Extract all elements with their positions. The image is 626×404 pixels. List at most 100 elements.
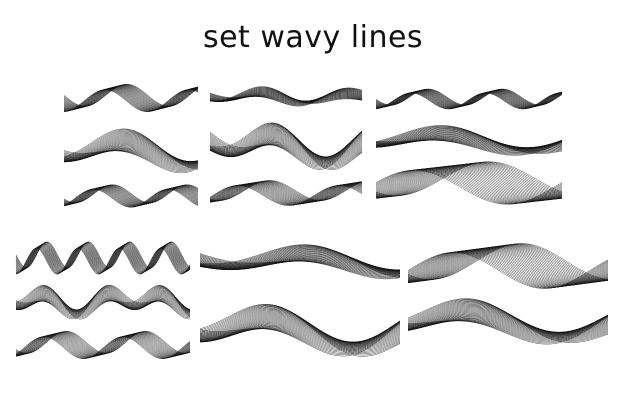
wave-line <box>63 132 199 165</box>
wave-line <box>209 90 363 102</box>
wave-line <box>15 242 191 270</box>
wave-line <box>15 292 191 311</box>
wave-line <box>375 163 563 199</box>
wave-line <box>63 187 199 207</box>
wave-line <box>199 246 401 275</box>
wave-line <box>15 285 191 319</box>
wave-line <box>375 163 563 199</box>
wave-line <box>63 89 199 112</box>
wave-line <box>407 298 609 342</box>
wave-line <box>375 169 563 204</box>
wave-line <box>63 88 199 111</box>
wave-line <box>63 131 199 167</box>
wave-line <box>209 130 363 164</box>
wave-line <box>15 248 191 275</box>
wave-line <box>209 182 363 203</box>
wave-line <box>15 293 191 311</box>
wave-line <box>375 161 563 197</box>
wave-line <box>63 86 199 110</box>
wave-line <box>63 88 199 111</box>
wave-line <box>407 310 609 333</box>
wave-line <box>15 333 191 357</box>
wave-line <box>63 89 199 112</box>
wave-line <box>375 165 563 200</box>
wave-line <box>15 336 191 359</box>
wave-line <box>209 86 363 104</box>
wave-line <box>63 188 199 207</box>
wave-line <box>407 251 609 288</box>
wave-line <box>375 131 563 148</box>
panel-6 <box>407 243 609 345</box>
wave-line <box>407 246 609 283</box>
wave-bundle <box>15 331 191 359</box>
panel-1 <box>63 84 199 208</box>
wave-line <box>199 314 401 343</box>
wave-line <box>63 130 199 168</box>
wave-line <box>209 182 363 204</box>
wave-line <box>15 292 191 311</box>
wave-line <box>199 244 401 278</box>
wave-line <box>407 250 609 288</box>
wave-line <box>375 164 563 200</box>
wave-line <box>209 181 363 202</box>
wave-line <box>375 168 563 204</box>
wave-line <box>15 333 191 357</box>
wave-line <box>199 315 401 343</box>
wave-line <box>407 251 609 289</box>
wave-line <box>63 132 199 166</box>
wave-line <box>209 133 363 158</box>
wave-line <box>209 180 363 202</box>
wave-line <box>63 87 199 110</box>
wave-line <box>407 245 609 282</box>
wave-line <box>209 90 363 102</box>
wave-line <box>63 88 199 111</box>
wave-line <box>15 242 191 269</box>
wave-line <box>407 249 609 286</box>
wave-line <box>407 250 609 288</box>
wave-line <box>407 311 609 333</box>
wave-line <box>375 164 563 199</box>
wave-line <box>209 132 363 158</box>
wave-line <box>407 305 609 334</box>
wave-line <box>15 243 191 270</box>
wave-line <box>15 289 191 312</box>
wave-line <box>199 304 401 357</box>
wave-line <box>209 131 363 158</box>
wave-line <box>15 288 191 313</box>
wave-line <box>375 92 563 110</box>
wave-line <box>63 88 199 112</box>
wave-line <box>209 128 363 161</box>
wave-line <box>209 89 363 102</box>
wave-line <box>15 287 191 315</box>
wave-line <box>15 336 191 359</box>
wave-line <box>407 252 609 289</box>
wave-line <box>209 127 363 162</box>
wave-line <box>209 129 363 159</box>
wave-line <box>407 250 609 287</box>
wave-line <box>63 189 199 208</box>
wave-line <box>209 134 363 158</box>
wave-line <box>209 182 363 203</box>
wave-line <box>375 170 563 205</box>
wave-line <box>63 188 199 207</box>
wave-line <box>63 87 199 111</box>
wave-bundle <box>375 161 563 205</box>
wave-line <box>15 288 191 314</box>
wave-line <box>375 128 563 150</box>
panel-3 <box>375 88 563 205</box>
wave-line <box>15 287 191 314</box>
wave-line <box>209 180 363 201</box>
wave-bundle <box>209 86 363 107</box>
wave-line <box>209 180 363 202</box>
wave-line <box>63 86 199 110</box>
wave-line <box>375 168 563 204</box>
wave-line <box>407 249 609 287</box>
wave-line <box>407 309 609 333</box>
wave-line <box>15 289 191 312</box>
wave-line <box>199 245 401 277</box>
wave-line <box>15 290 191 311</box>
wave-line <box>15 285 191 318</box>
wave-line <box>15 243 191 271</box>
wave-line <box>63 87 199 110</box>
wave-line <box>407 250 609 287</box>
